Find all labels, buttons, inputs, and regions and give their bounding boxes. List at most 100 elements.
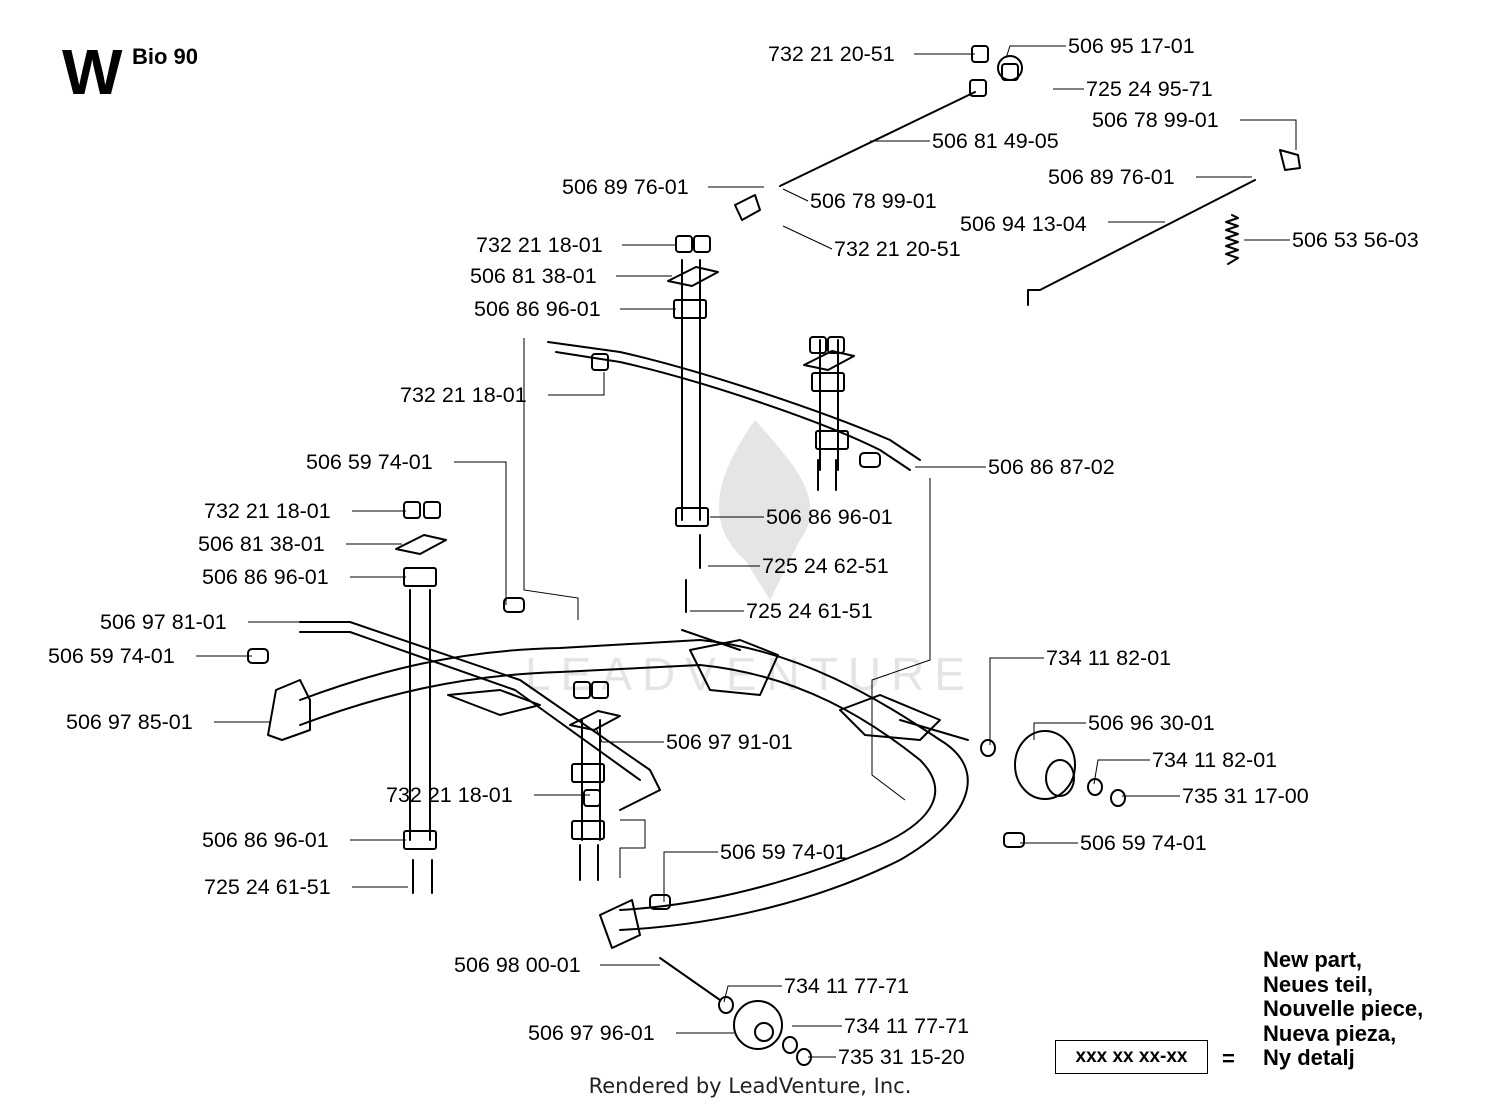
mounting-plate — [689, 639, 779, 696]
part-number-callout: 506 59 74-01 — [306, 450, 433, 474]
clamp-block — [673, 299, 707, 319]
callout-leader-line — [1093, 759, 1150, 785]
watermark-text: LEADVENTURE — [525, 648, 975, 700]
lift-bar — [299, 621, 661, 811]
part-number-callout: 506 78 99-01 — [1092, 108, 1219, 132]
axle-shaft — [659, 957, 721, 1001]
part-number-callout: 506 78 99-01 — [810, 189, 937, 213]
callout-leader-line — [1240, 119, 1297, 150]
nut — [675, 235, 693, 253]
nut — [827, 336, 845, 354]
axle-shaft — [681, 629, 741, 651]
part-number-callout: 506 59 74-01 — [48, 644, 175, 668]
rear-wheel — [1014, 730, 1076, 800]
washer — [718, 996, 734, 1014]
eye-end — [997, 55, 1023, 81]
part-number-callout: 506 96 30-01 — [1088, 711, 1215, 735]
nut — [693, 235, 711, 253]
part-number-callout: 506 81 38-01 — [198, 532, 325, 556]
clamp-plate — [667, 266, 719, 287]
clamp-block — [815, 430, 849, 450]
nut — [403, 501, 421, 519]
part-number-callout: 506 59 74-01 — [1080, 831, 1207, 855]
legend-equals: = — [1222, 1046, 1235, 1071]
front-wheel — [754, 1022, 774, 1042]
clamp-block — [403, 830, 437, 850]
rod-end — [734, 194, 761, 221]
part-number-callout: 506 86 87-02 — [988, 455, 1115, 479]
section-letter: W — [62, 36, 123, 108]
lift-bar — [547, 341, 921, 461]
bolt — [503, 597, 525, 613]
callout-leader-line — [663, 851, 718, 902]
part-number-callout: 506 94 13-04 — [960, 212, 1087, 236]
clamp-plate — [803, 350, 855, 371]
callout-leader-line — [723, 985, 782, 1003]
front-bracket — [599, 899, 641, 949]
washer — [1110, 789, 1126, 807]
part-number-callout: 734 11 77-71 — [844, 1014, 969, 1038]
bolt — [649, 894, 671, 910]
part-number-callout: 734 11 82-01 — [1046, 646, 1171, 670]
clamp-plate — [395, 534, 447, 555]
part-number-callout: 732 21 18-01 — [476, 233, 603, 257]
legend-line: Neues teil, — [1263, 971, 1374, 997]
part-number-callout: 506 59 74-01 — [720, 840, 847, 864]
part-number-callout: 732 21 20-51 — [768, 42, 895, 66]
part-number-callout: 506 86 96-01 — [202, 828, 329, 852]
part-number-callout: 506 89 76-01 — [562, 175, 689, 199]
part-number-callout: 506 81 49-05 — [932, 129, 1059, 153]
part-number-callout: 725 24 62-51 — [762, 554, 889, 578]
part-number-callout: 506 89 76-01 — [1048, 165, 1175, 189]
bolt — [859, 452, 881, 468]
part-number-callout: 732 21 20-51 — [834, 237, 961, 261]
clamp-block — [403, 567, 437, 587]
part-number-callout: 506 86 96-01 — [474, 297, 601, 321]
part-number-callout: 506 95 17-01 — [1068, 34, 1195, 58]
part-number-callout: 506 53 56-03 — [1292, 228, 1419, 252]
control-rod — [779, 91, 976, 187]
washer — [1087, 778, 1103, 796]
new-part-legend: New part, Neues teil, Nouvelle piece, Nu… — [1263, 947, 1423, 1071]
clamp-block — [571, 763, 605, 783]
rear-wheel — [1045, 759, 1075, 797]
part-number-callout: 506 97 91-01 — [666, 730, 793, 754]
washer — [782, 1036, 798, 1054]
part-number-callout: 735 31 15-20 — [838, 1045, 965, 1069]
model-name: Bio 90 — [132, 44, 199, 69]
part-number-callout: 725 24 95-71 — [1086, 77, 1213, 101]
part-number-callout: 506 86 96-01 — [766, 505, 893, 529]
part-number-callout: 506 98 00-01 — [454, 953, 581, 977]
mounting-plate — [447, 689, 541, 716]
clamp-plate — [569, 710, 621, 731]
part-number-callout: 732 21 18-01 — [386, 783, 513, 807]
part-number-callout: 725 24 61-51 — [746, 599, 873, 623]
tension-spring — [1225, 214, 1239, 265]
callout-leader-line — [1005, 45, 1066, 59]
axle-shaft — [899, 719, 969, 741]
part-number-callout: 732 21 18-01 — [204, 499, 331, 523]
legend-line: Ny detalj — [1263, 1045, 1355, 1070]
bolt — [1003, 832, 1025, 848]
main-frame-tube — [299, 639, 969, 931]
callout-leader-line — [1033, 722, 1086, 740]
control-rod — [1027, 179, 1256, 306]
callout-leader-line — [989, 657, 1044, 745]
part-number-callout: 506 97 96-01 — [528, 1021, 655, 1045]
rod-end — [1279, 149, 1301, 171]
clamp-block — [811, 372, 845, 392]
lift-bar — [555, 351, 911, 471]
nut — [583, 789, 601, 807]
part-number-callout: 735 31 17-00 — [1182, 784, 1309, 808]
footer-credit: Rendered by LeadVenture, Inc. — [588, 1074, 912, 1098]
legend-line: New part, — [1263, 947, 1363, 972]
part-number-callout: 732 21 18-01 — [400, 383, 527, 407]
part-number-callout: 725 24 61-51 — [204, 875, 331, 899]
nut — [591, 353, 609, 371]
nut — [969, 79, 987, 97]
callout-leader-line — [595, 727, 664, 743]
assembly-reference-line — [619, 819, 646, 878]
part-number-callout: 506 97 85-01 — [66, 710, 193, 734]
